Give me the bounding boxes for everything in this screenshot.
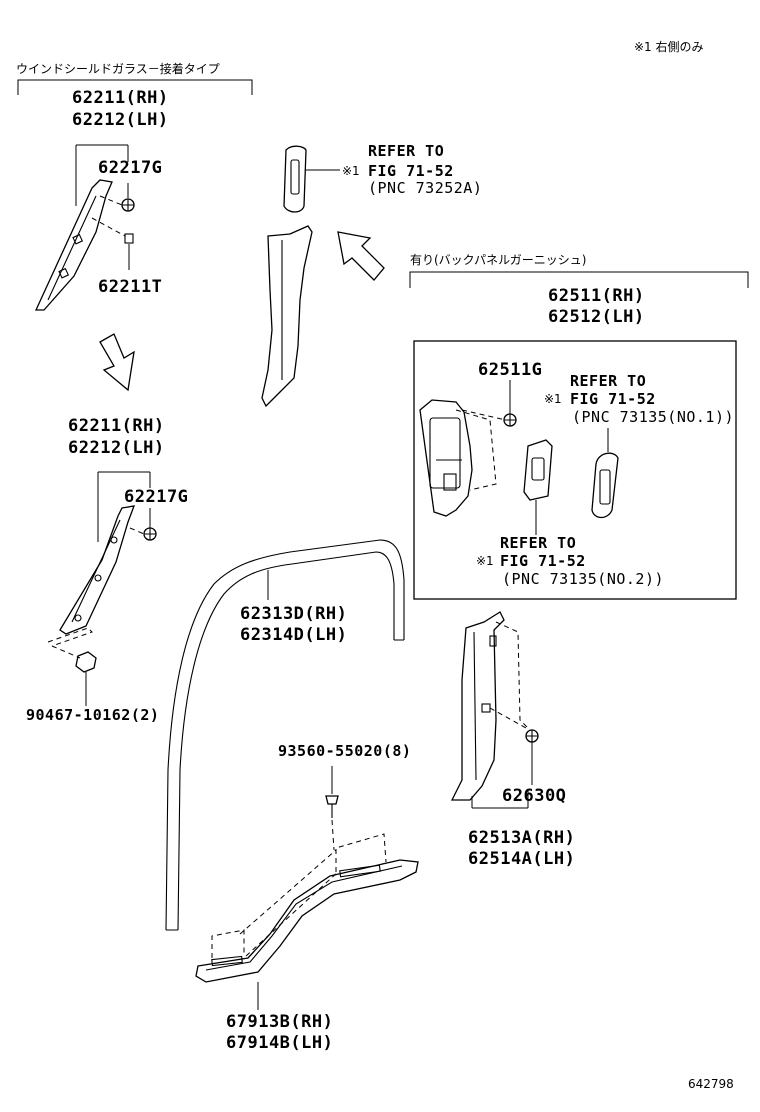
label-refer-box-b-1: REFER TO <box>500 534 577 552</box>
arrow-down-right <box>99 333 135 392</box>
label-a-pillar-top-rh: 62211(RH) <box>72 88 169 108</box>
label-refer-top-2: FIG 71-52 <box>368 162 454 180</box>
left-group-bracket <box>17 79 253 95</box>
label-clip-tape: 62211T <box>98 277 163 297</box>
label-refer-box-a-mark: ※1 <box>544 392 562 406</box>
label-clip-pillar: 62630Q <box>502 786 567 806</box>
clip-62511G <box>503 380 517 427</box>
refer-part-top <box>283 145 340 213</box>
right-group-caption: 有り(バックパネルガーニッシュ) <box>410 253 587 267</box>
label-a-pillar-top-lh: 62212(LH) <box>72 110 169 130</box>
label-clip-box: 62511G <box>478 360 543 380</box>
center-pillar-trim <box>261 225 313 408</box>
scuff-plate <box>195 833 419 1010</box>
header-note: ※1 右側のみ <box>634 40 704 54</box>
lower-pillar-garnish <box>450 611 533 809</box>
label-refer-top-3: (PNC 73252A) <box>368 179 483 197</box>
label-weatherstrip-lh: 62314D(LH) <box>240 625 348 645</box>
refer-part-box-b <box>523 439 553 535</box>
quarter-trim-box <box>413 340 737 600</box>
clip-62630Q <box>525 729 539 785</box>
label-scuff-lh: 67914B(LH) <box>226 1033 334 1053</box>
label-screw: 93560-55020(8) <box>278 742 412 760</box>
label-scuff-rh: 67913B(RH) <box>226 1012 334 1032</box>
quarter-trim-panel <box>419 399 507 517</box>
label-quarter-rh: 62511(RH) <box>548 286 645 306</box>
left-group-caption: ウインドシールドガラス－接着タイプ <box>16 62 220 76</box>
label-refer-box-a-3: (PNC 73135(NO.1)) <box>572 408 735 426</box>
door-weatherstrip <box>165 539 405 931</box>
label-clip-mid: 62217G <box>124 487 189 507</box>
label-refer-box-b-3: (PNC 73135(NO.2)) <box>502 570 665 588</box>
figure-code: 642798 <box>688 1077 734 1091</box>
label-clip-top: 62217G <box>98 158 163 178</box>
label-a-pillar-mid-lh: 62212(LH) <box>68 438 165 458</box>
clip-62217G-mid <box>129 508 157 541</box>
clip-62217G-top <box>99 183 135 212</box>
label-bolt-left: 90467-10162(2) <box>26 706 160 724</box>
label-refer-top-mark: ※1 <box>342 164 360 178</box>
refer-part-box-a <box>591 428 619 519</box>
label-refer-top-1: REFER TO <box>368 142 445 160</box>
bolt-90467 <box>51 645 97 706</box>
a-pillar-garnish-mid <box>47 471 151 647</box>
tape-62211T <box>91 217 134 270</box>
label-quarter-lh: 62512(LH) <box>548 307 645 327</box>
right-group-bracket <box>409 271 749 288</box>
arrow-up-left <box>337 231 385 281</box>
label-refer-box-b-mark: ※1 <box>476 554 494 568</box>
label-pillar-lh: 62514A(LH) <box>468 849 576 869</box>
label-pillar-rh: 62513A(RH) <box>468 828 576 848</box>
screw-93560 <box>325 766 339 851</box>
label-refer-box-a-1: REFER TO <box>570 372 647 390</box>
a-pillar-garnish-top <box>34 144 129 311</box>
label-weatherstrip-rh: 62313D(RH) <box>240 604 348 624</box>
label-refer-box-a-2: FIG 71-52 <box>570 390 656 408</box>
label-a-pillar-mid-rh: 62211(RH) <box>68 416 165 436</box>
label-refer-box-b-2: FIG 71-52 <box>500 552 586 570</box>
